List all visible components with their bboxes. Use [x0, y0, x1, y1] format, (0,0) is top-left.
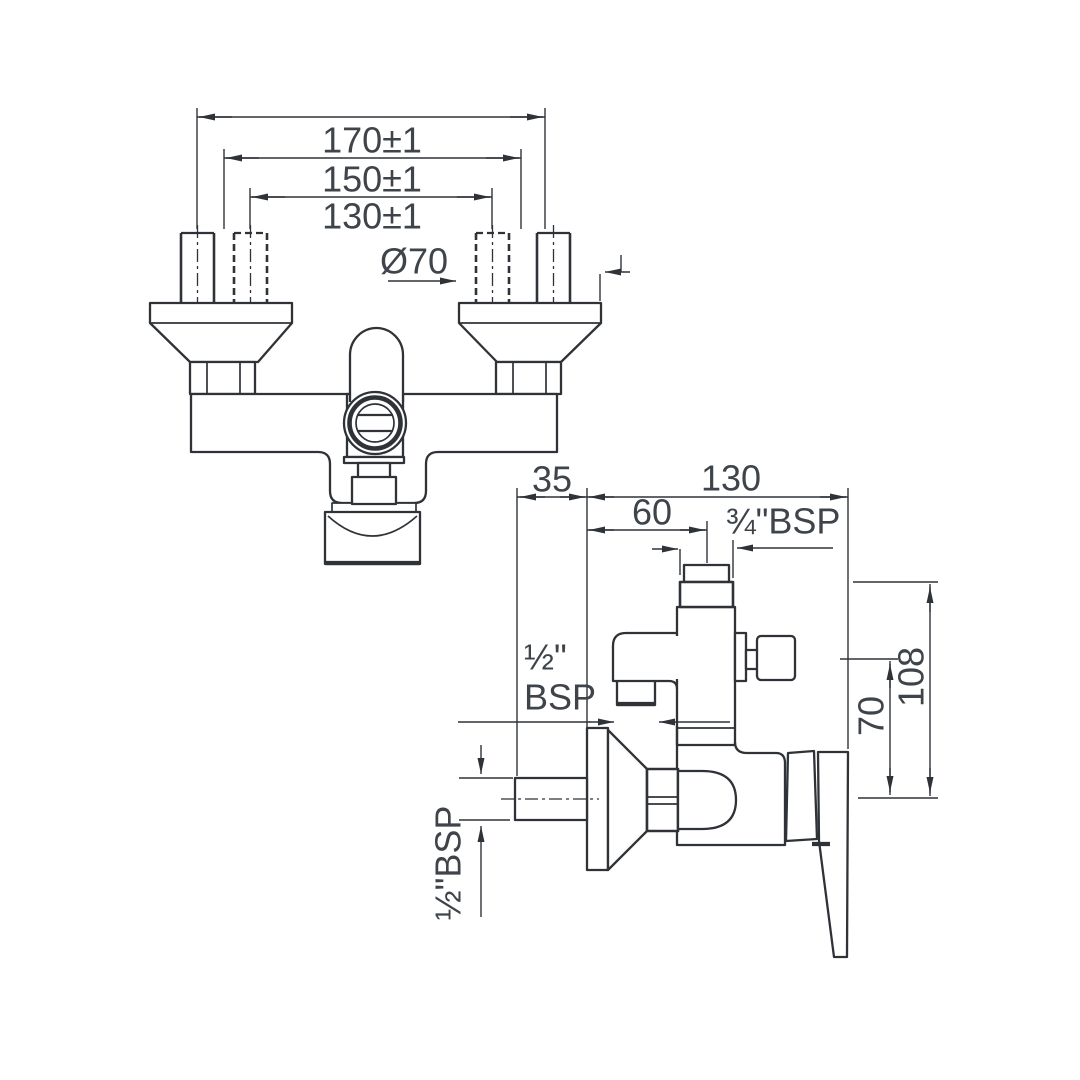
dim-108-label: 108 — [891, 647, 932, 707]
dim-130-depth: 130 — [586, 458, 849, 749]
outlet-assembly-front — [323, 455, 422, 566]
dim-108: 108 — [853, 581, 938, 799]
diverter-bezel — [342, 390, 408, 456]
outlet-cup-arc — [327, 515, 418, 537]
dim-35-label: 35 — [532, 459, 572, 500]
arm-blend-patch — [673, 636, 682, 679]
lever-fill — [350, 328, 403, 402]
outlet-neck — [356, 461, 392, 480]
dia70-label: Ø70 — [380, 241, 448, 282]
dim-12bsp-inlet: ½"BSP — [428, 745, 513, 921]
dim-dia70: Ø70 — [380, 241, 630, 301]
bsp12-label-line2: BSP — [524, 677, 596, 718]
escutcheon-cone — [457, 301, 603, 364]
bsp12-label-line1: ½" — [524, 637, 567, 678]
nut-body — [494, 360, 563, 396]
dim-150: 150±1 — [223, 149, 522, 229]
outlet-cup — [323, 510, 422, 566]
lever-handle-side — [784, 749, 850, 959]
left-union-nut — [188, 360, 257, 396]
label-12bsp: ½" BSP — [458, 637, 730, 726]
wall-union-side — [501, 726, 738, 872]
nut-body — [188, 360, 257, 396]
upper-body-column — [675, 605, 737, 747]
dim-34bsp: ¾"BSP — [652, 501, 841, 578]
left-escutcheon — [148, 301, 294, 364]
hose-outlet-nub — [615, 679, 657, 707]
dim-130-spread-label: 130±1 — [322, 196, 422, 237]
top-outlet-nut — [678, 580, 735, 609]
dim-60: 60 — [587, 492, 708, 563]
side-view: 35 130 60 ¾"BSP ½" BSP — [428, 458, 938, 959]
bezel-inner-ring — [355, 403, 395, 443]
outlet-nut — [350, 475, 398, 506]
bsp12-inlet-label: ½"BSP — [428, 806, 469, 921]
bezel-outer-ring — [342, 390, 408, 456]
right-union-nut — [494, 360, 563, 396]
handle-blade — [816, 750, 850, 959]
union-nut-side — [645, 767, 680, 833]
bsp34-label: ¾"BSP — [726, 501, 841, 542]
handle-hub-wedge — [784, 749, 819, 843]
outlet-arm — [611, 631, 679, 690]
dim-170: 170±1 — [196, 108, 546, 229]
escutcheon-cone-side — [606, 728, 649, 872]
knob-boss — [733, 631, 748, 683]
supply-pipes — [179, 225, 572, 312]
dim-130-spread: 130±1 — [249, 188, 493, 237]
dim-170-label: 170±1 — [322, 120, 422, 161]
dim-130-depth-label: 130 — [701, 458, 761, 499]
lever-outline — [348, 326, 405, 402]
connection-dome — [676, 769, 738, 831]
front-view: 170±1 150±1 130±1 Ø70 — [148, 108, 630, 566]
escutcheon-cone — [148, 301, 294, 364]
right-escutcheon — [457, 301, 603, 364]
bezel-thick-ring — [347, 395, 403, 451]
knob-cap — [755, 634, 797, 682]
lower-body-outline — [675, 726, 787, 847]
dim-70-label: 70 — [851, 696, 892, 736]
check-valve-knob — [733, 631, 797, 683]
dim-70: 70 — [840, 658, 898, 795]
dim-150-label: 150±1 — [322, 159, 422, 200]
dim-60-label: 60 — [632, 492, 672, 533]
top-outlet-stub — [682, 563, 731, 584]
dim-35: 35 — [516, 459, 848, 776]
